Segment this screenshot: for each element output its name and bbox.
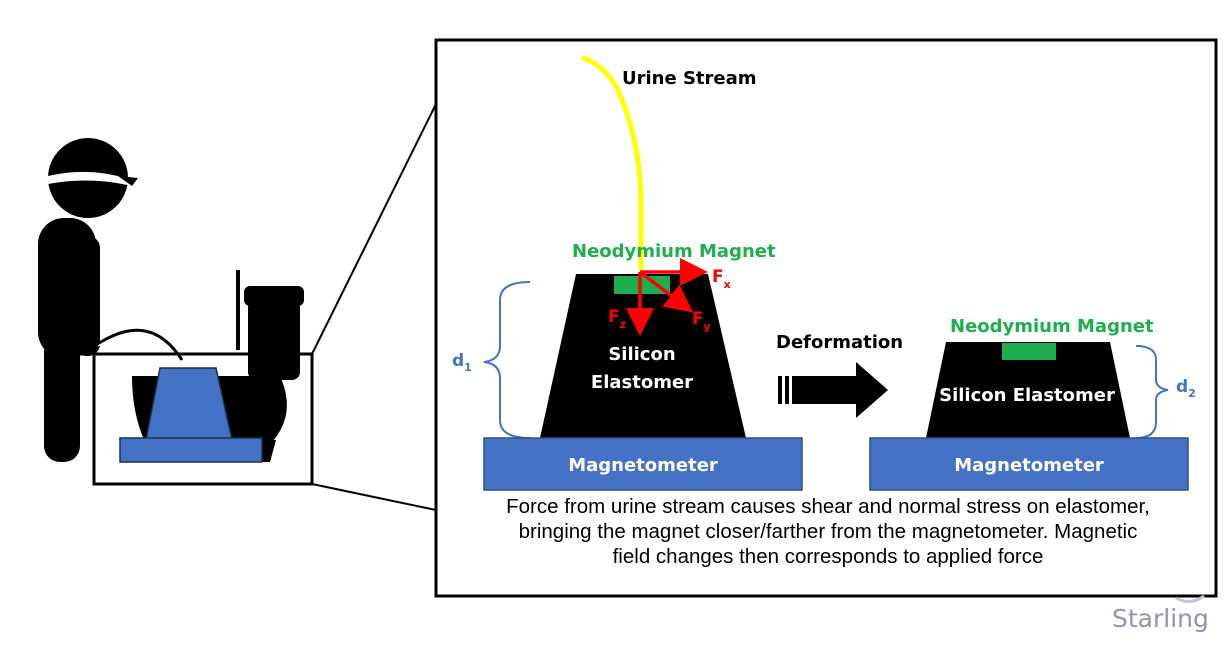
magnetometer-right (869, 437, 1189, 491)
neodymium-magnet-right (1002, 343, 1056, 360)
urine-arc-small (97, 328, 184, 363)
starling-logo-mark (1175, 594, 1205, 603)
caption-line-2: bringing the magnet closer/farther from … (518, 520, 1138, 543)
d1-brace (483, 281, 531, 439)
silicon-elastomer-left (540, 274, 746, 438)
sensor-mini (119, 367, 263, 463)
d1-label: d1 (452, 351, 472, 374)
silicon-elastomer-left-label-2: Elastomer (591, 372, 693, 393)
force-z-label: Fz (608, 307, 626, 331)
magnetometer-right-label: Magnetometer (954, 455, 1104, 476)
deformation-arrow (778, 362, 888, 418)
caption-line-1: Force from urine stream causes shear and… (506, 495, 1150, 518)
caption: Force from urine stream causes shear and… (440, 494, 1216, 569)
zoom-line-bottom (311, 483, 437, 511)
zoom-source-box (92, 352, 314, 486)
urine-stream-label: Urine Stream (622, 68, 757, 89)
force-y-label: Fy (692, 309, 711, 333)
d2-brace (1135, 345, 1169, 439)
d2-label: d2 (1176, 377, 1196, 400)
caption-line-3: field changes then corresponds to applie… (612, 545, 1044, 568)
person-silhouette (38, 138, 138, 462)
deformation-label: Deformation (776, 332, 903, 353)
force-arrow-y (638, 270, 694, 313)
silicon-elastomer-right (926, 342, 1130, 438)
force-x-label: Fx (712, 267, 731, 291)
silicon-elastomer-right-label: Silicon Elastomer (939, 385, 1115, 406)
zoom-line-top (311, 103, 437, 355)
detail-panel (434, 38, 1218, 598)
neodymium-magnet-left (614, 276, 670, 294)
force-arrows (626, 258, 708, 336)
magnetometer-left-label: Magnetometer (568, 455, 718, 476)
neodymium-magnet-left-label: Neodymium Magnet (572, 241, 776, 262)
starling-watermark: Starling (1112, 604, 1209, 633)
urine-stream (581, 55, 644, 270)
neodymium-magnet-right-label: Neodymium Magnet (950, 316, 1154, 337)
magnetometer-left (483, 437, 803, 491)
silicon-elastomer-left-label-1: Silicon (608, 344, 675, 365)
